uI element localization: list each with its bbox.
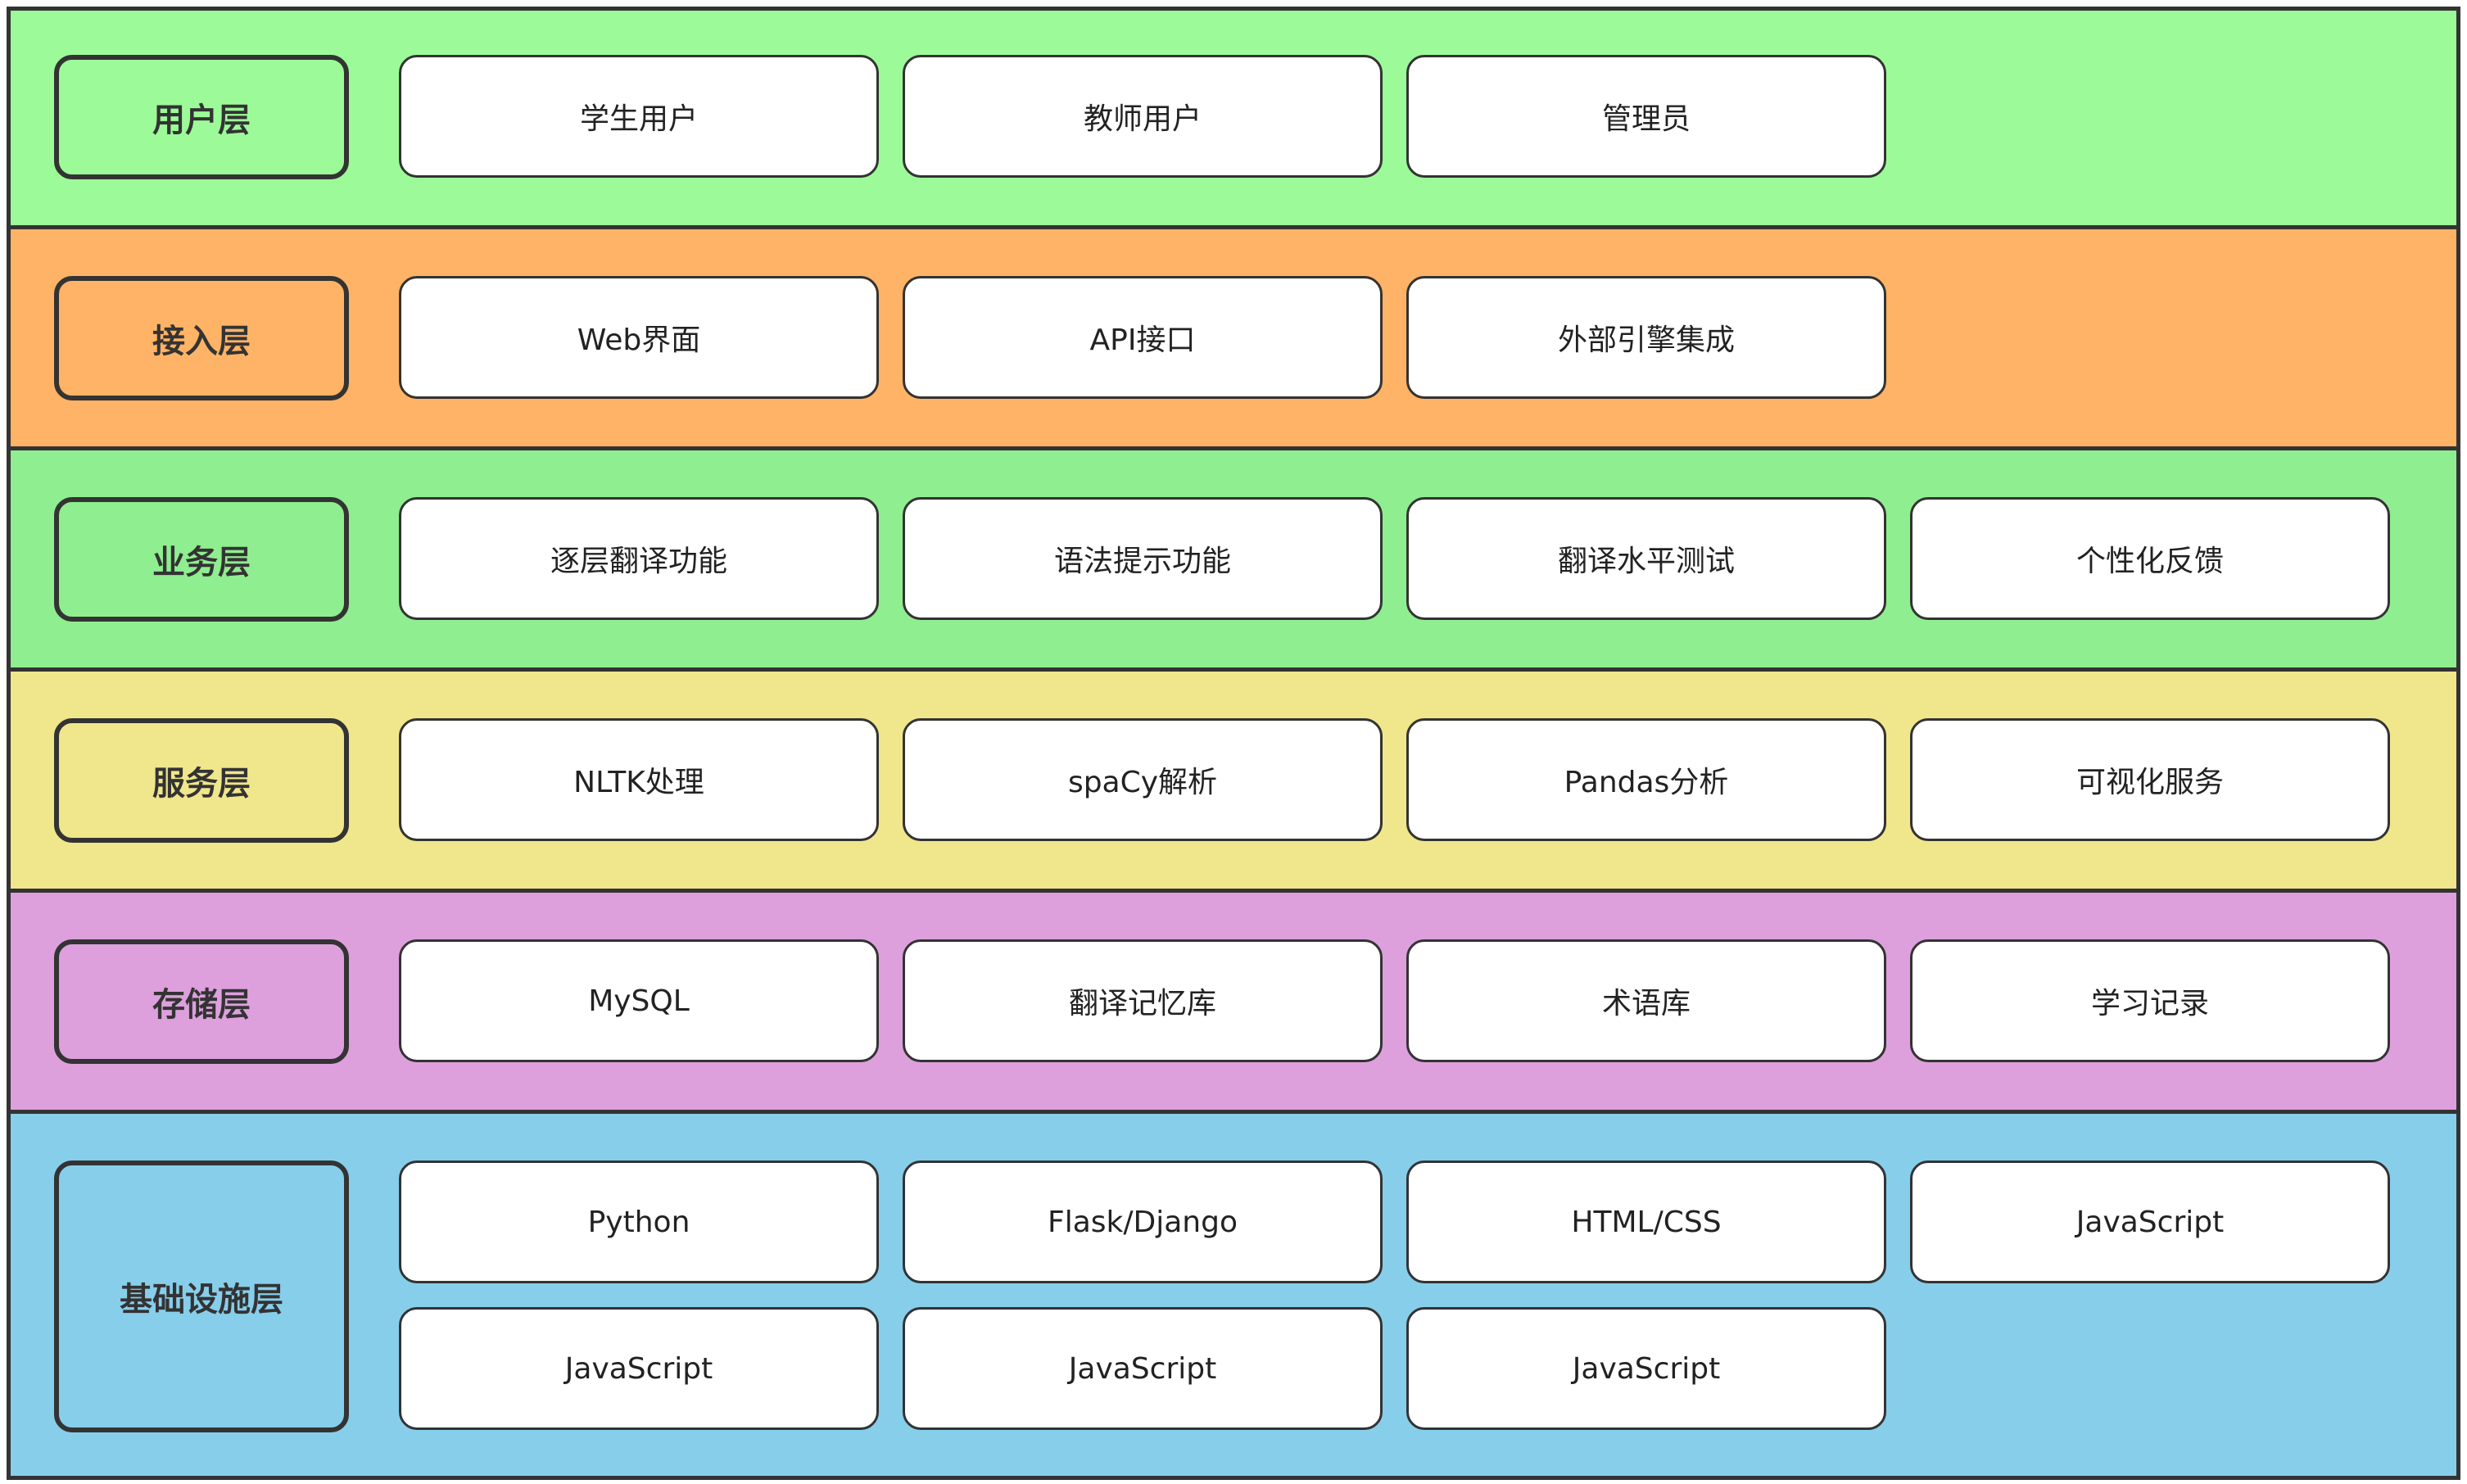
node-teacher-user: 教师用户: [903, 55, 1383, 178]
node-translation-test: 翻译水平测试: [1406, 497, 1886, 620]
layer-service: 服务层 NLTK处理 spaCy解析 Pandas分析 可视化服务: [7, 667, 2460, 893]
layer-label-user: 用户层: [54, 55, 349, 179]
node-learning-records: 学习记录: [1910, 939, 2390, 1062]
node-javascript-1: JavaScript: [1910, 1161, 2390, 1283]
node-api: API接口: [903, 276, 1383, 399]
node-javascript-3: JavaScript: [903, 1307, 1383, 1430]
layer-label-business: 业务层: [54, 497, 349, 622]
node-web-ui: Web界面: [399, 276, 879, 399]
layer-label-storage: 存储层: [54, 939, 349, 1064]
node-grammar-hints: 语法提示功能: [903, 497, 1383, 620]
layer-label-infrastructure: 基础设施层: [54, 1161, 349, 1432]
node-terminology: 术语库: [1406, 939, 1886, 1062]
node-html-css: HTML/CSS: [1406, 1161, 1886, 1283]
node-pandas: Pandas分析: [1406, 718, 1886, 841]
node-mysql: MySQL: [399, 939, 879, 1062]
layer-business: 业务层 逐层翻译功能 语法提示功能 翻译水平测试 个性化反馈: [7, 446, 2460, 672]
layer-storage: 存储层 MySQL 翻译记忆库 术语库 学习记录: [7, 889, 2460, 1114]
node-visualization: 可视化服务: [1910, 718, 2390, 841]
node-flask-django: Flask/Django: [903, 1161, 1383, 1283]
node-javascript-2: JavaScript: [399, 1307, 879, 1430]
node-personalized-feedback: 个性化反馈: [1910, 497, 2390, 620]
layer-label-service: 服务层: [54, 718, 349, 843]
layer-access: 接入层 Web界面 API接口 外部引擎集成: [7, 225, 2460, 450]
node-nltk: NLTK处理: [399, 718, 879, 841]
layer-label-access: 接入层: [54, 276, 349, 400]
node-python: Python: [399, 1161, 879, 1283]
layer-infrastructure: 基础设施层 Python Flask/Django HTML/CSS JavaS…: [7, 1110, 2460, 1480]
node-javascript-4: JavaScript: [1406, 1307, 1886, 1430]
node-student-user: 学生用户: [399, 55, 879, 178]
node-external-engine: 外部引擎集成: [1406, 276, 1886, 399]
node-spacy: spaCy解析: [903, 718, 1383, 841]
layer-user: 用户层 学生用户 教师用户 管理员: [7, 7, 2460, 229]
node-translation-memory: 翻译记忆库: [903, 939, 1383, 1062]
node-admin: 管理员: [1406, 55, 1886, 178]
node-layered-translation: 逐层翻译功能: [399, 497, 879, 620]
